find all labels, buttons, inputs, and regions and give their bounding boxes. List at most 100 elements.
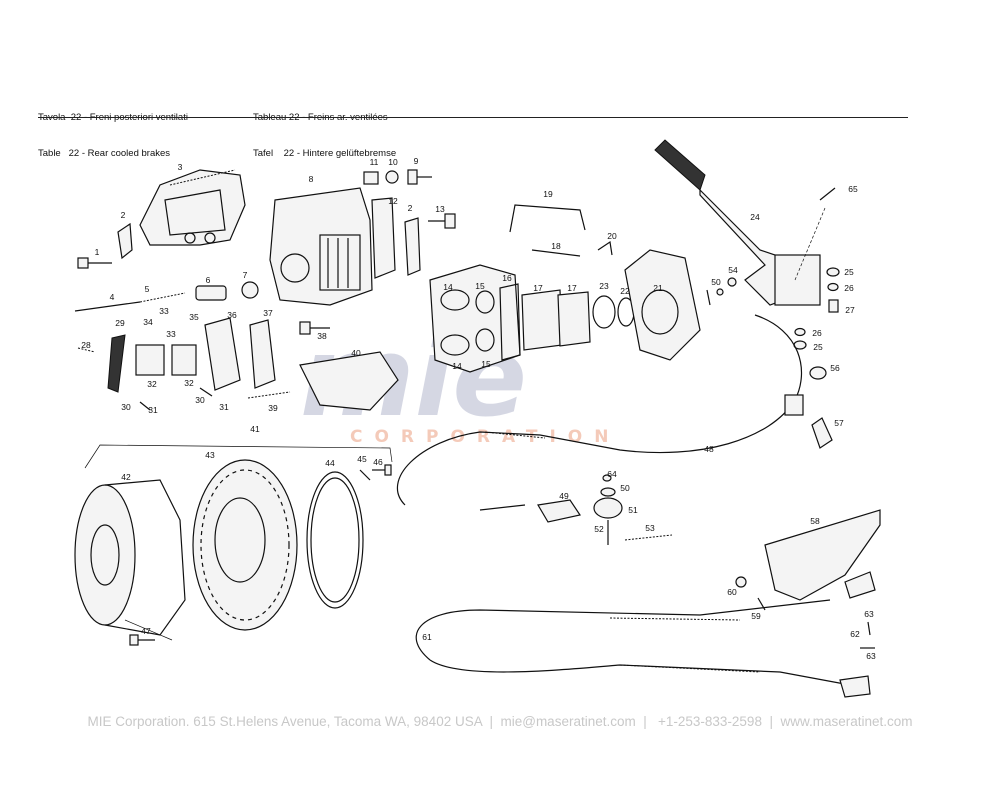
part-pad-17b [557,291,591,347]
callout-label: 35 [189,312,199,322]
part-bush-56 [809,366,827,380]
callout-label: 32 [147,379,157,389]
leader-41 [84,444,393,469]
part-nut-11 [363,171,379,185]
part-seal-15a [475,290,495,314]
part-bracket-2 [117,222,133,260]
callout-label: 48 [704,444,714,454]
part-ring-44-inner [310,477,360,603]
part-clevis-61 [839,675,871,698]
callout-label: 6 [206,275,211,285]
callout-label: 8 [309,174,314,184]
callout-label: 5 [145,284,150,294]
part-spring-39 [247,391,291,399]
part-nut-7 [241,281,259,299]
callout-label: 37 [263,308,273,318]
part-washer-50b [716,288,724,296]
part-piston-14b [440,334,470,356]
part-pad-32b [171,344,197,376]
callout-label: 11 [370,157,379,167]
callout-label: 44 [325,458,335,468]
header-rule [38,117,908,118]
callout-label: 36 [227,310,237,320]
callout-label: 30 [195,395,205,405]
callout-label: 15 [481,359,491,369]
part-yoke-49 [537,499,581,523]
part-washer-26b [794,327,806,337]
part-washer-10 [385,170,399,184]
part-lever-36 [204,317,241,391]
callout-label: 12 [388,196,398,206]
callout-label: 4 [110,292,115,302]
part-cable-sheath-48 [484,431,546,439]
callout-label: 62 [850,629,860,639]
part-brake-disc-43 [192,459,298,631]
callout-label: 30 [121,402,131,412]
part-bolt-1 [77,257,112,269]
callout-label: 63 [864,609,874,619]
callout-label: 28 [81,340,91,350]
part-pin-62 [867,621,871,636]
callout-label: 45 [357,454,367,464]
part-strap-29 [107,334,126,393]
part-spring-5 [139,292,186,303]
callout-label: 43 [205,450,215,460]
part-caliper-assembly-3 [139,169,246,246]
part-caliper-half-21 [624,249,701,361]
part-cable-sheath-61b [619,664,761,673]
part-clevis-58 [844,571,876,599]
part-pedal-58 [764,509,881,601]
header-left-line2: Table 22 - Rear cooled brakes [38,148,171,159]
callout-label: 32 [184,378,194,388]
callout-label: 34 [143,317,153,327]
callout-label: 63 [866,651,876,661]
part-bolt-27 [828,299,839,313]
leader-47a [124,619,173,641]
callout-label: 26 [844,283,854,293]
part-cable-end-48 [784,394,804,416]
part-ring-23 [592,295,616,329]
part-pad-17a [521,289,563,351]
part-cable-sheath-61a [609,617,741,621]
part-hub-42 [74,479,186,636]
part-lever-37 [249,319,276,389]
part-spring-28 [77,347,96,353]
part-clip-19 [509,204,586,233]
callout-label: 10 [388,157,398,167]
watermark-subtitle: CORPORATION [350,427,620,447]
part-bolt-13 [428,213,456,229]
callout-label: 49 [559,491,569,501]
part-pad-32a [135,344,165,376]
callout-label: 2 [121,210,126,220]
callout-label: 56 [830,363,840,373]
part-clip-45 [359,469,371,481]
callout-label: 17 [567,283,577,293]
callout-label: 17 [533,283,543,293]
callout-label: 16 [502,273,512,283]
callout-label: 52 [594,524,604,534]
callout-label: 27 [845,305,855,315]
callout-label: 59 [751,611,761,621]
callout-label: 7 [243,270,248,280]
callout-label: 50 [711,277,721,287]
callout-label: 18 [551,241,561,251]
callout-label: 57 [834,418,844,428]
callout-label: 42 [121,472,131,482]
callout-label: 1 [95,247,100,257]
part-washer-26a [827,282,839,292]
callout-label: 15 [475,281,485,291]
part-clip-64 [602,474,612,482]
callout-label: 24 [750,212,760,222]
part-cable-61b [429,659,851,686]
part-pin-54 [727,277,737,287]
callout-labels: 1 2 3 4 5 6 7 8 9 10 11 12 13 14 14 15 1… [81,156,876,661]
part-bolt-46 [372,464,392,476]
part-fitting-6 [195,285,227,301]
part-pin-18 [531,249,581,257]
leader-65 [794,207,826,281]
callout-label: 61 [422,632,432,642]
part-nut-25a [826,267,840,277]
callout-label: 54 [728,265,738,275]
part-carrier-40 [299,351,399,411]
